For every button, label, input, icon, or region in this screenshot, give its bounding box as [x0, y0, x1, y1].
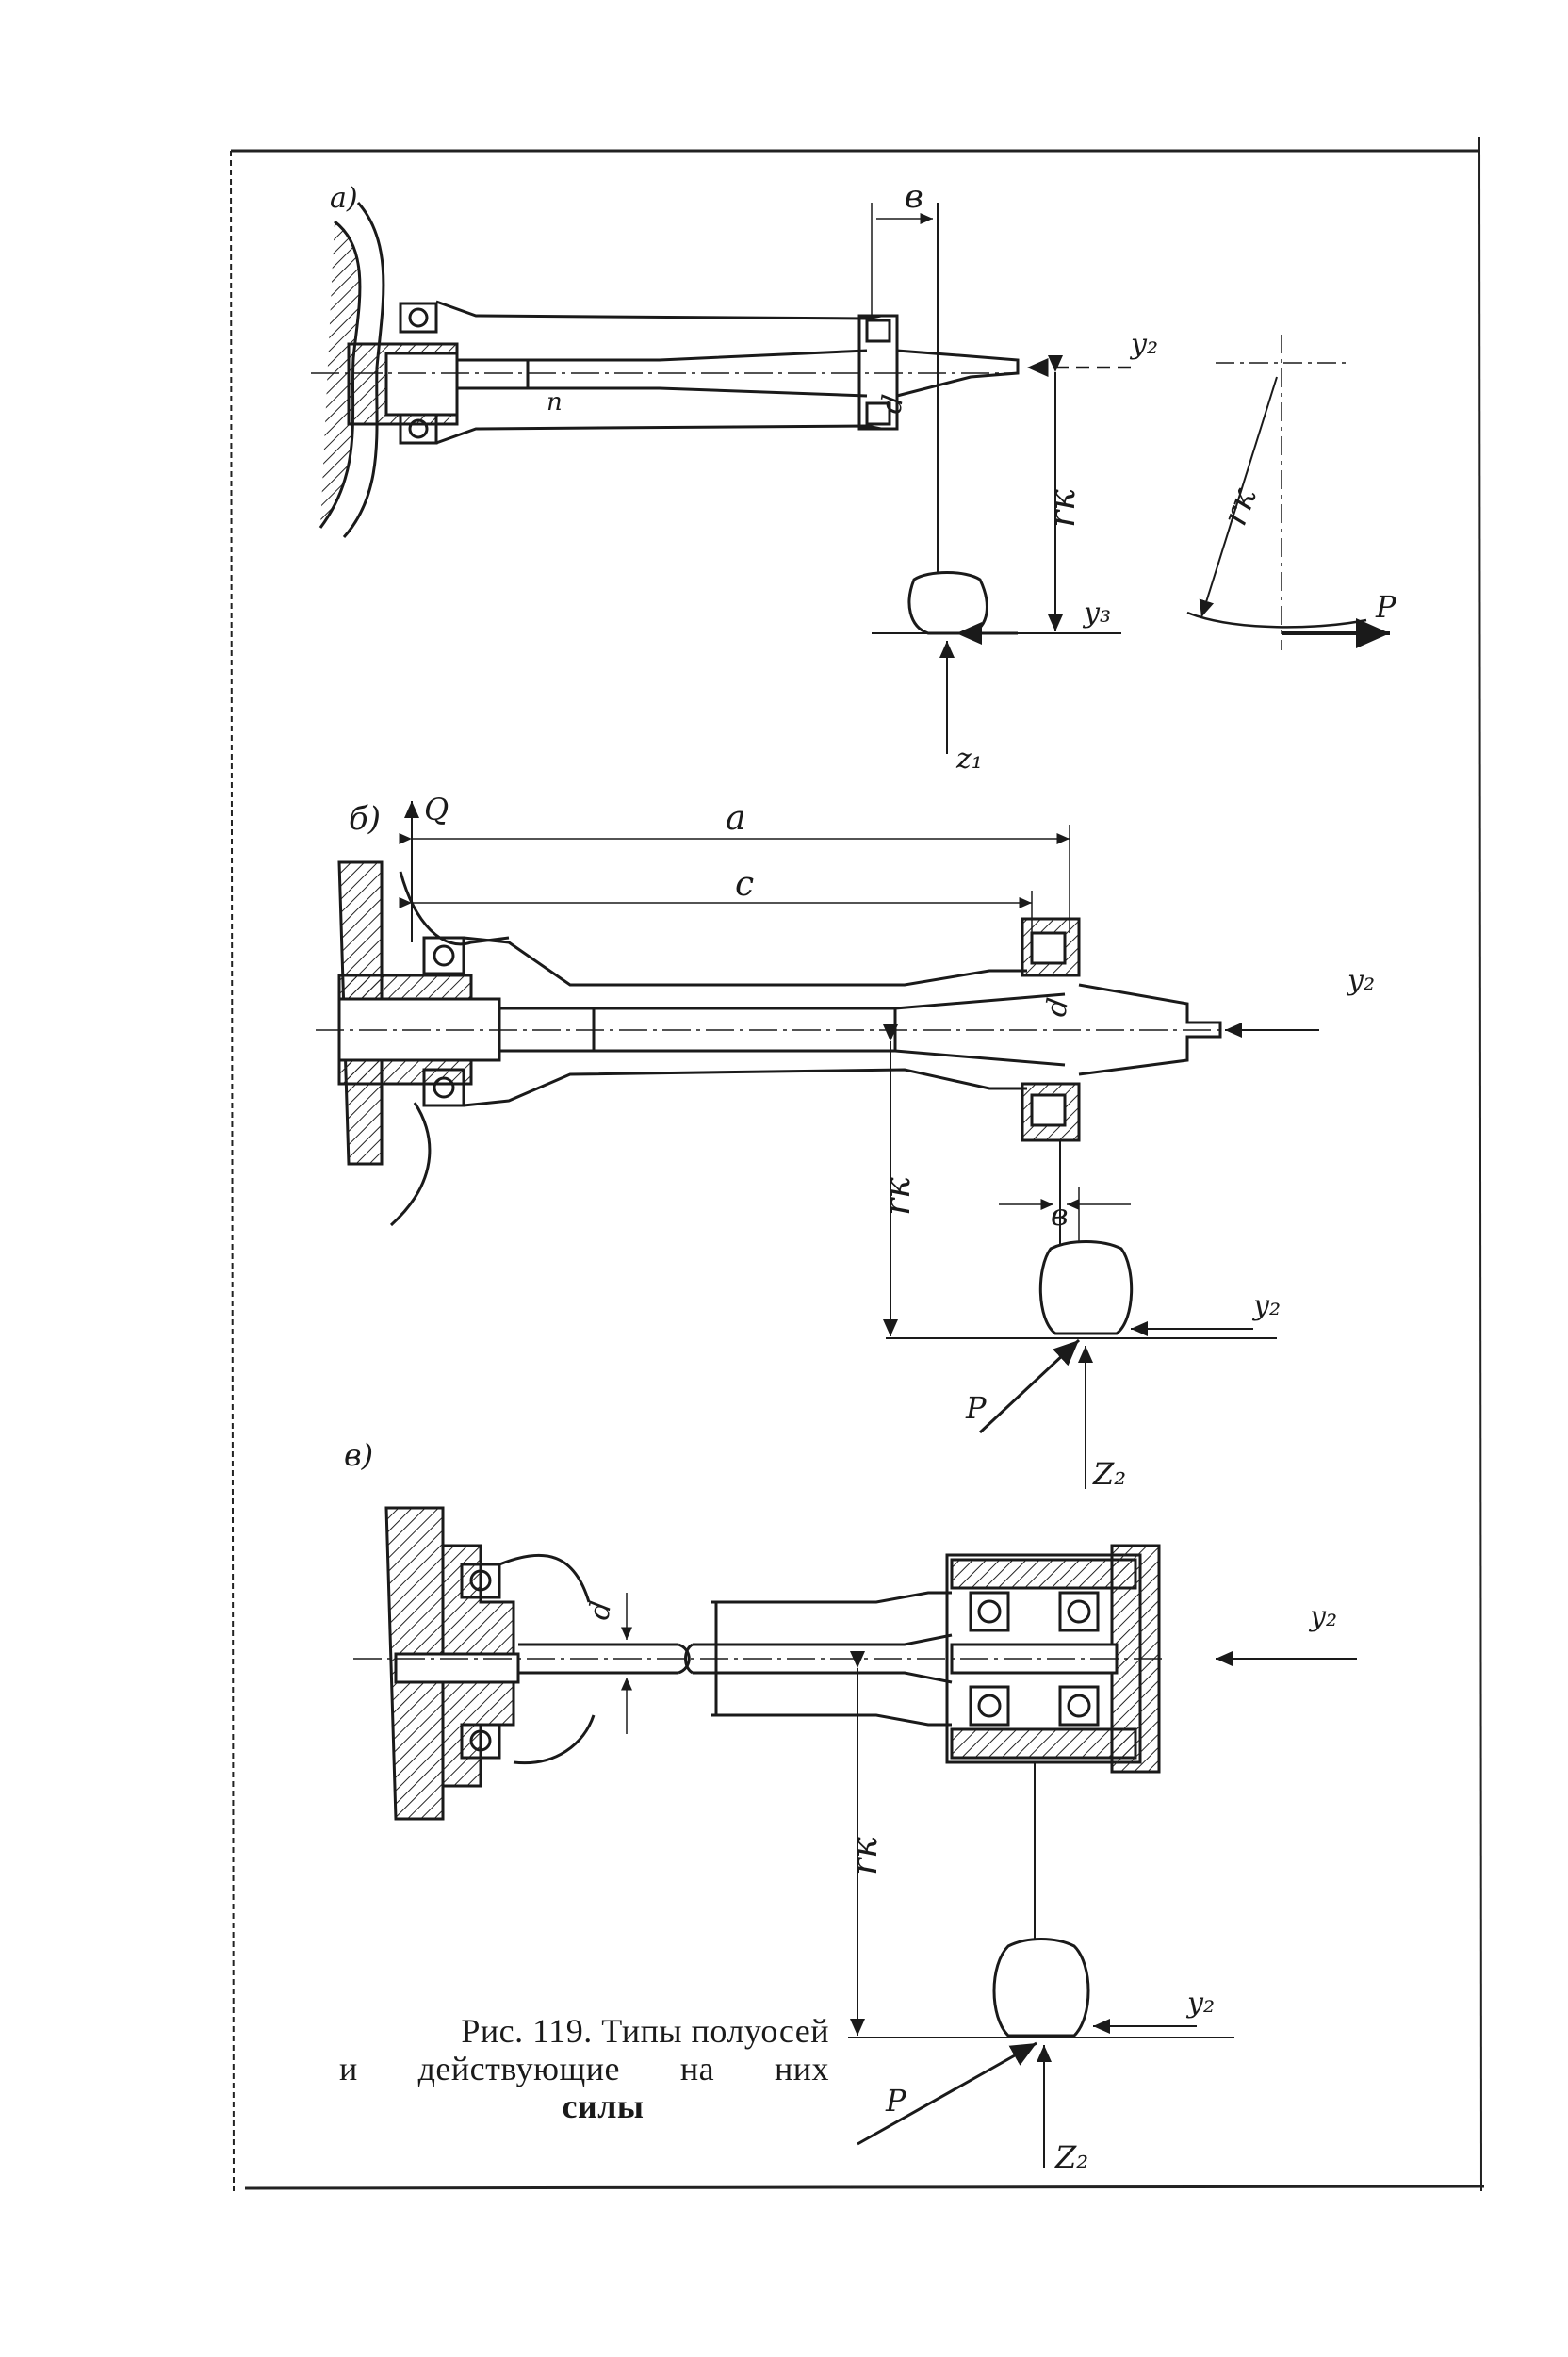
panel-v-labels: в) d y₂ rк y₂ P Z₂ — [344, 1437, 1337, 2175]
caption-line-2: и действующие на них — [339, 2050, 829, 2087]
figure-caption: Рис. 119. Типы полуосей и действующие на… — [339, 2012, 829, 2125]
label-p-inset: P — [1375, 589, 1396, 625]
label-y2-top-b: y₂ — [1346, 964, 1375, 997]
label-y2-a: y₂ — [1129, 328, 1158, 361]
label-d-a: d — [874, 392, 910, 416]
caption-line-1: Рис. 119. Типы полуосей — [461, 2012, 829, 2050]
axle-housing-b — [463, 936, 1027, 987]
panel-a-tag: а) — [330, 182, 358, 215]
tyre-v — [992, 1938, 1090, 2038]
inner-bearing-b — [422, 936, 466, 975]
label-rk-inset: rк — [1216, 483, 1265, 531]
tyre-a — [907, 571, 988, 635]
label-n-a: n — [547, 388, 563, 417]
label-rk-v: rк — [843, 1837, 885, 1875]
panel-v — [353, 1506, 1357, 2168]
label-y2-top-v: y₂ — [1308, 1600, 1337, 1633]
tyre-b — [1038, 1240, 1134, 1335]
axle-shaft — [457, 349, 868, 362]
label-rk-a: rк — [1041, 489, 1083, 528]
label-z2-b: Z₂ — [1092, 1456, 1126, 1492]
outer-bearing — [858, 314, 899, 431]
panel-a — [311, 202, 1390, 754]
label-z1-a: z₁ — [956, 743, 983, 776]
page-frame — [230, 136, 1485, 2192]
panel-b — [316, 801, 1319, 1489]
axle-shaft-b — [499, 992, 1066, 1010]
axle-shaft-v-left — [518, 1643, 678, 1675]
label-rk-b: rк — [876, 1177, 918, 1216]
label-d-v: d — [582, 1598, 618, 1622]
label-b-a: в — [905, 178, 923, 216]
panel-a-labels: а) в d n y₂ rк y₃ z₁ rк P — [330, 178, 1396, 776]
panel-b-labels: б) Q a c d y₂ rк в y₂ P Z₂ — [349, 792, 1375, 1492]
label-p-b: P — [965, 1390, 987, 1426]
label-b-b: в — [1051, 1197, 1069, 1233]
label-c-b: c — [735, 865, 754, 904]
label-z2-v: Z₂ — [1054, 2139, 1088, 2175]
label-a-b: a — [726, 799, 745, 838]
label-y2-bottom-b: y₂ — [1251, 1289, 1281, 1322]
inner-bearing-v — [460, 1563, 501, 1599]
label-d-b: d — [1039, 995, 1075, 1019]
label-q-b: Q — [424, 792, 449, 827]
caption-line-3: силы — [562, 2087, 645, 2125]
inner-bearing — [399, 302, 438, 334]
panel-v-tag: в) — [344, 1437, 373, 1473]
label-y2-bottom-v: y₂ — [1185, 1987, 1215, 2020]
label-p-v: P — [885, 2083, 906, 2119]
inset-diagram — [1186, 335, 1390, 650]
axle-shaft-v-right — [693, 1633, 953, 1684]
axle-housing — [435, 300, 882, 320]
label-y3-a: y₃ — [1082, 597, 1111, 630]
panel-b-tag: б) — [349, 800, 381, 838]
